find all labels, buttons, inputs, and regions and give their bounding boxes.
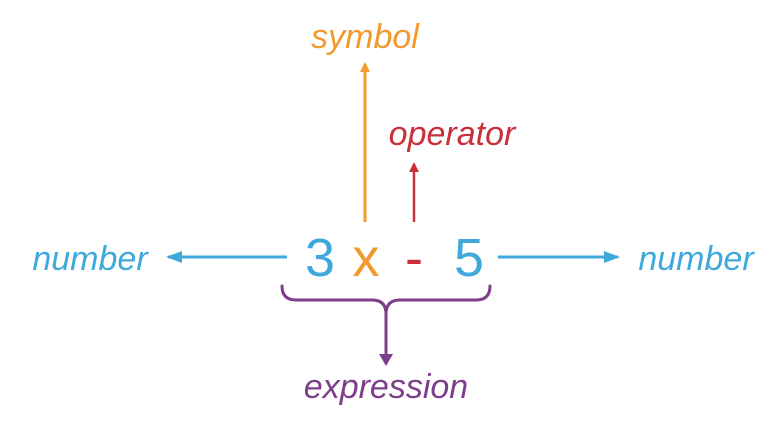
token-operator-minus: - bbox=[405, 228, 423, 288]
expression-label: expression bbox=[304, 368, 468, 406]
expression-brace bbox=[280, 284, 492, 316]
number-left-label: number bbox=[32, 240, 149, 278]
symbol-label: symbol bbox=[311, 18, 420, 56]
token-number-3: 3 bbox=[305, 228, 335, 288]
operator-label: operator bbox=[389, 115, 517, 153]
number-right-label: number bbox=[638, 240, 755, 278]
token-number-5: 5 bbox=[454, 228, 484, 288]
token-symbol-x: x bbox=[353, 228, 380, 288]
